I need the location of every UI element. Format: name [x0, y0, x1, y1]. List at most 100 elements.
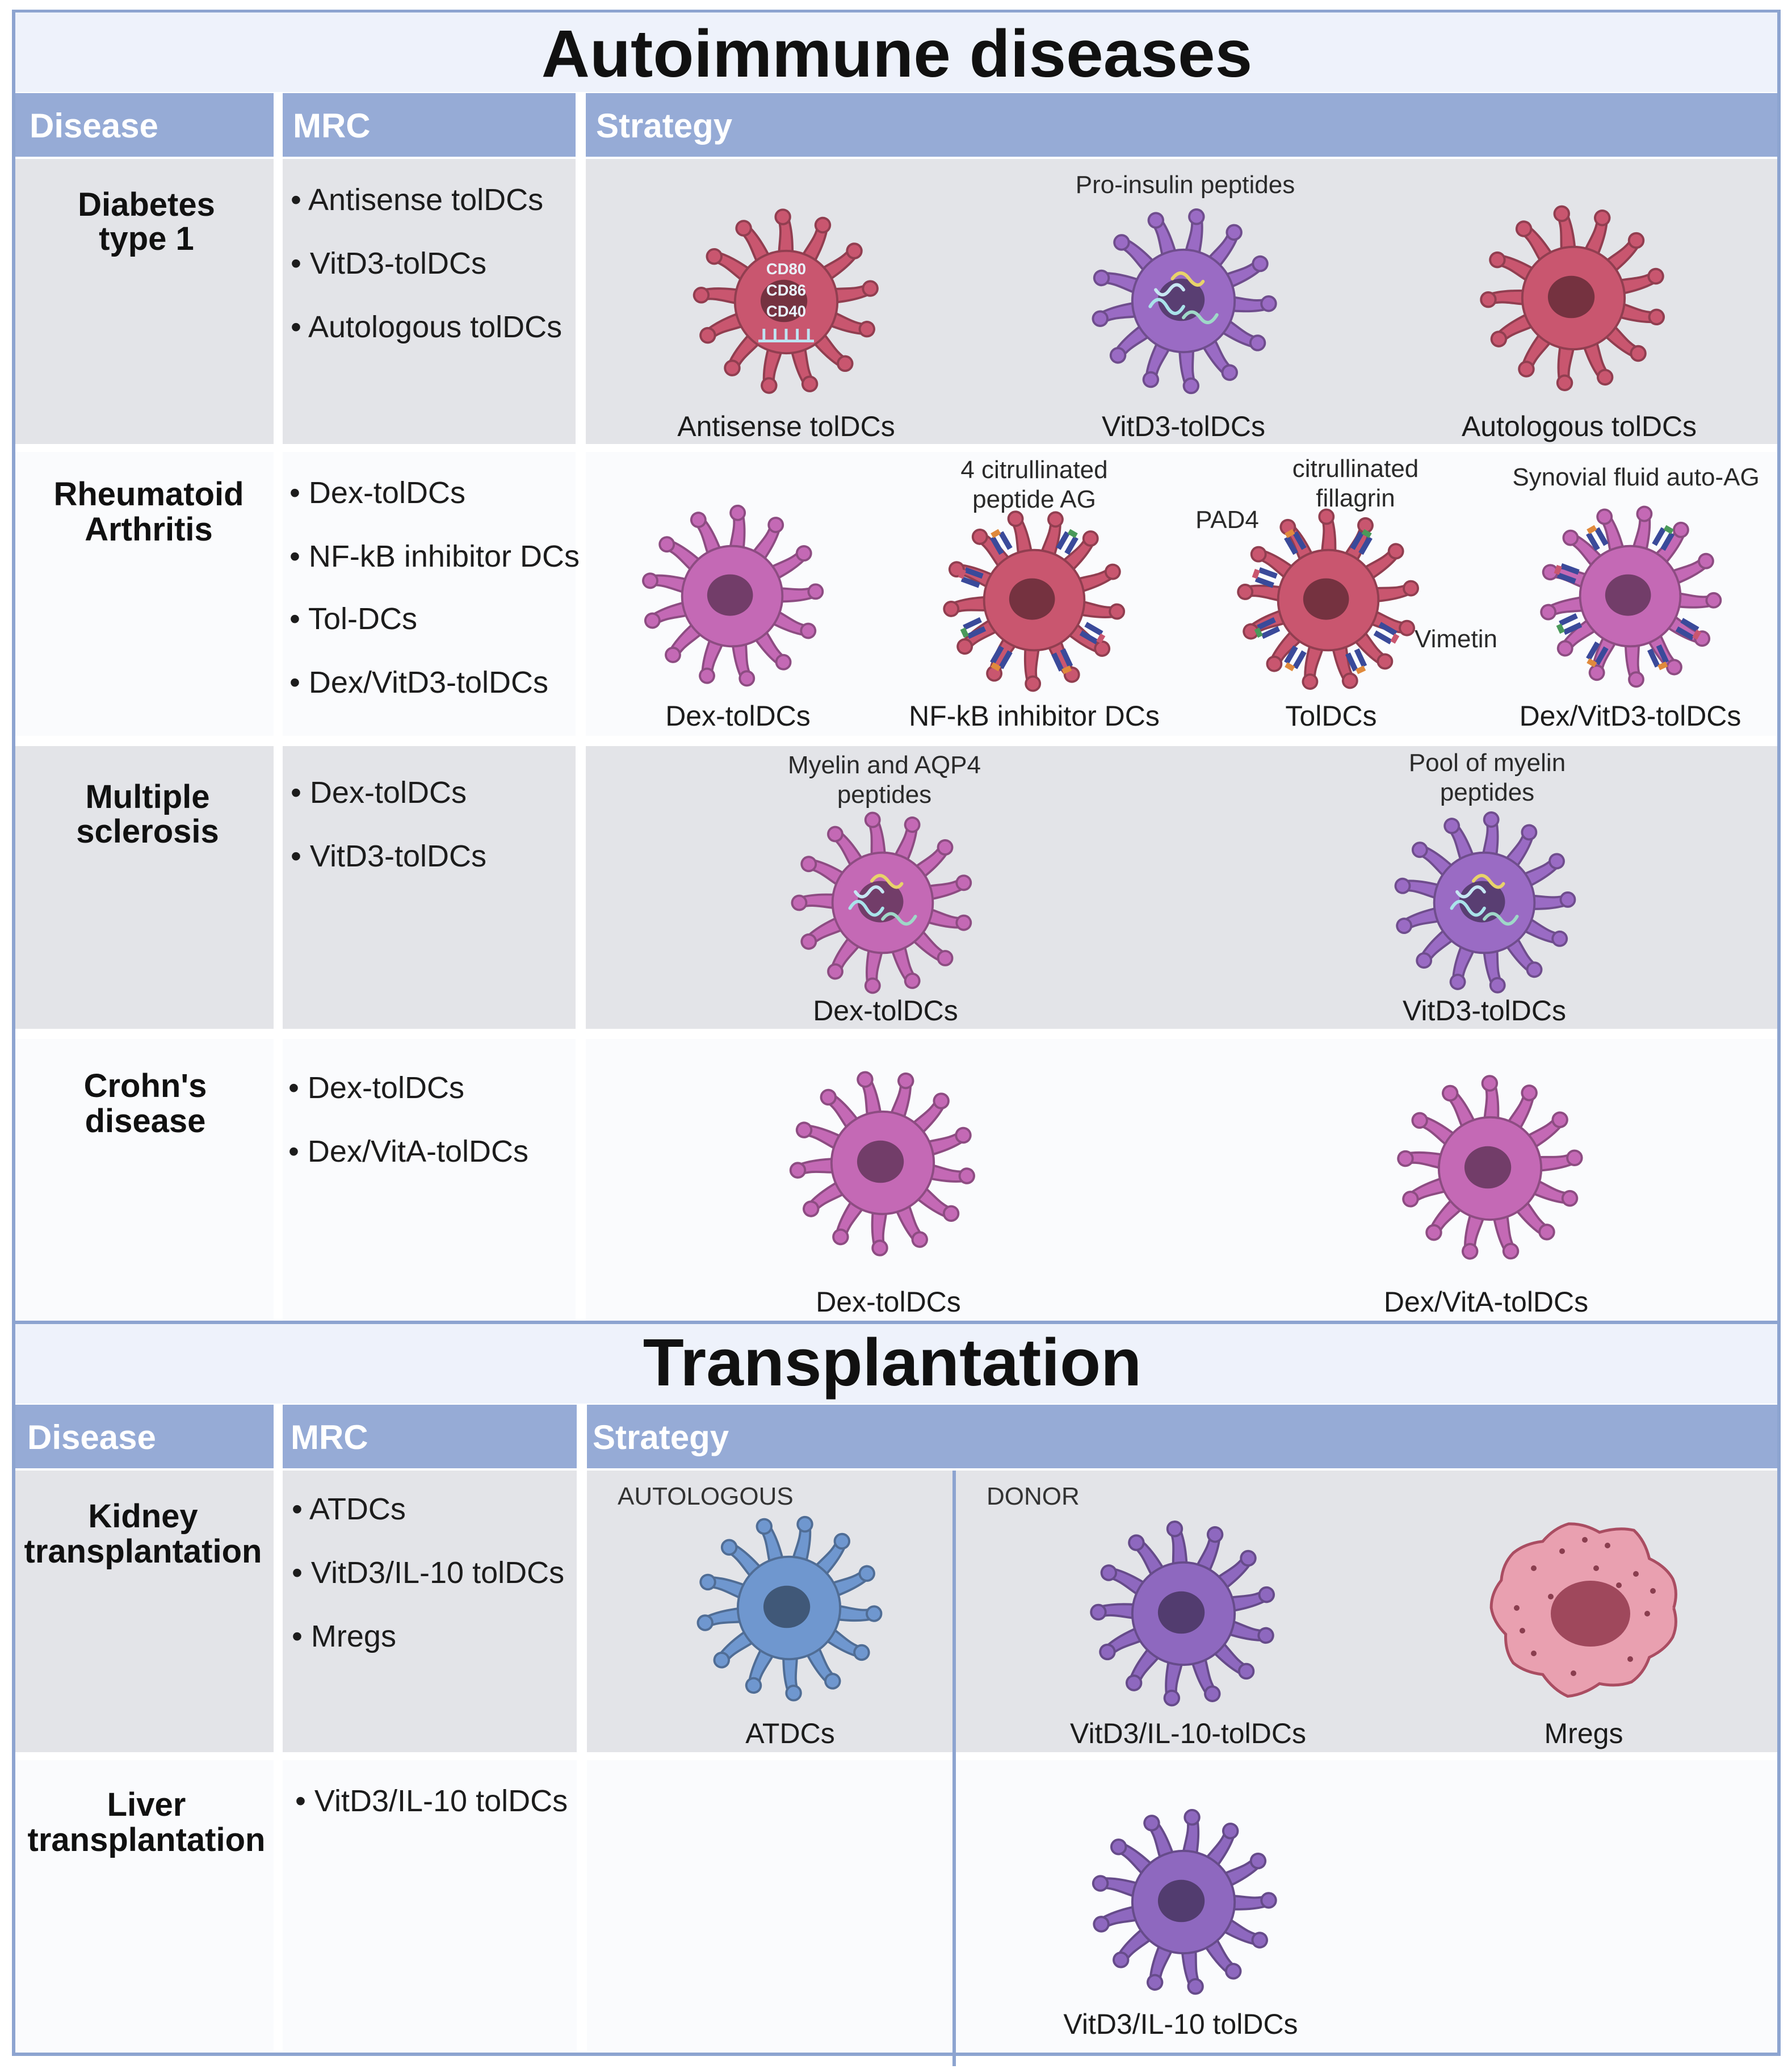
receptor-complex — [1345, 648, 1367, 675]
bound-antigen — [991, 662, 1001, 672]
label-4-citrullinated: 4 citrullinated — [960, 456, 1107, 484]
mrc-diabetes: • Antisense tolDCs • VitD3-tolDCs • Auto… — [291, 183, 562, 344]
cell-dex-vitd3-toldcs — [1538, 504, 1723, 688]
peptide — [1148, 298, 1185, 315]
receptor-chain — [1345, 652, 1358, 672]
label-synovial: Synovial fluid auto-AG — [1512, 463, 1759, 491]
caption-autologous: Autologous tolDCs — [1462, 411, 1697, 442]
bound-antigen — [1663, 525, 1674, 534]
mrc-item: • VitD3/IL-10 tolDCs — [292, 1556, 564, 1590]
disease-crohns: Crohn's disease — [84, 1067, 207, 1140]
transplant-title-band — [15, 1324, 1777, 1404]
bound-antigen — [1554, 564, 1562, 575]
receptor-chain — [1680, 618, 1699, 632]
cell-nucleus — [763, 1585, 811, 1628]
receptor-complex — [990, 645, 1013, 672]
mrc-item: • VitD3-tolDCs — [291, 246, 486, 280]
mrc-item: • Dex-tolDCs — [289, 476, 465, 510]
autoimmune-title-band — [15, 12, 1777, 92]
receptor-complex — [1675, 618, 1702, 640]
cell-nucleus — [707, 574, 753, 616]
receptor-complex — [1647, 644, 1669, 671]
receptor-complex — [1652, 525, 1675, 551]
receptor-chain — [1559, 613, 1578, 626]
surface-marker-label: CD40 — [766, 302, 806, 320]
caption-vitd3-il10-kidney: VitD3/IL-10-tolDCs — [1070, 1718, 1306, 1749]
row-sep-2 — [15, 736, 1777, 746]
peptide — [1154, 283, 1185, 297]
peptide — [854, 885, 884, 899]
receptor-chain — [1060, 648, 1073, 668]
bound-antigen — [1692, 629, 1702, 640]
cell-body — [942, 509, 1127, 693]
bound-antigen — [1285, 529, 1295, 538]
receptor-chain — [1257, 617, 1276, 630]
peptide — [848, 899, 884, 917]
bound-antigen — [1096, 633, 1106, 644]
cell-nucleus — [1464, 1146, 1512, 1189]
row-sep-1 — [15, 444, 1777, 452]
mrc-item: • VitD3/IL-10 tolDCs — [295, 1784, 568, 1818]
header-strategy: Strategy — [596, 107, 733, 145]
caption-toldcs: TolDCs — [1285, 700, 1376, 732]
cell-atdcs — [695, 1514, 883, 1702]
label-pro-insulin: Pro-insulin peptides — [1076, 171, 1295, 199]
col-sep-2 — [576, 93, 586, 1321]
disease-line: transplantation — [28, 1821, 266, 1858]
bound-antigen — [960, 627, 969, 638]
cell-toldcs-ra — [1236, 508, 1420, 692]
receptor-complex — [1252, 567, 1278, 588]
cell-autologous-toldcs — [1479, 204, 1667, 392]
label-pad4: PAD4 — [1195, 506, 1259, 534]
disease-line: Rheumatoid — [53, 476, 244, 513]
caption-dex-vitd3: Dex/VitD3-tolDCs — [1520, 700, 1741, 732]
receptor-chain — [964, 567, 984, 579]
mrc-liver: • VitD3/IL-10 tolDCs — [295, 1784, 568, 1818]
receptor-chain — [1675, 626, 1694, 640]
cell-nfkb-inhibitor-dcs — [942, 509, 1127, 693]
caption-atdcs: ATDCs — [745, 1718, 834, 1749]
peptide — [881, 912, 917, 926]
receptor-chain — [1358, 536, 1373, 555]
row-bg-ra — [15, 452, 1777, 736]
mrc-item: • Dex-tolDCs — [288, 1071, 464, 1105]
mrc-item: • Mregs — [292, 1619, 396, 1653]
receptor-chain — [1292, 531, 1307, 550]
receptor-complex — [1373, 622, 1400, 644]
label-pool-myelin: Pool of myelin — [1409, 749, 1566, 777]
disease-line: Liver — [107, 1786, 186, 1823]
receptor-chain — [990, 645, 1004, 664]
receptor-complex — [1079, 622, 1106, 644]
bound-antigen — [1254, 627, 1263, 638]
granule — [1644, 1611, 1650, 1616]
disease-diabetes: Diabetes type 1 — [78, 186, 215, 257]
receptor-complex — [1051, 648, 1073, 675]
receptor-chain — [1586, 641, 1600, 660]
mrc-item: • VitD3-tolDCs — [291, 839, 486, 873]
mregs-body — [1489, 1522, 1677, 1698]
cell-body — [1090, 207, 1278, 395]
granule — [1520, 1628, 1525, 1634]
receptor-chain — [1354, 648, 1367, 668]
receptor-chain — [990, 536, 1004, 555]
receptor-chain — [1064, 536, 1078, 555]
label-peptide-ag: peptide AG — [972, 485, 1096, 513]
receptor-chain — [1292, 650, 1307, 669]
cell-body — [1538, 504, 1723, 688]
disease-ms: Multiple sclerosis — [76, 778, 219, 850]
receptor-chain — [1560, 563, 1580, 575]
cell-vitd3-il10-toldcs-kidney — [1089, 1519, 1277, 1708]
autoimmune-header-bar — [15, 93, 1777, 157]
receptor-complex — [1554, 563, 1580, 584]
granule — [1531, 1651, 1537, 1656]
peptide — [1450, 899, 1486, 917]
transplant-header-bar — [15, 1405, 1777, 1468]
cell-nucleus — [1157, 1879, 1205, 1923]
granule — [1627, 1656, 1633, 1662]
receptor-complex — [1556, 613, 1583, 635]
granule — [1605, 1543, 1610, 1548]
cell-body — [1089, 1519, 1277, 1708]
disease-line: type 1 — [99, 220, 194, 257]
